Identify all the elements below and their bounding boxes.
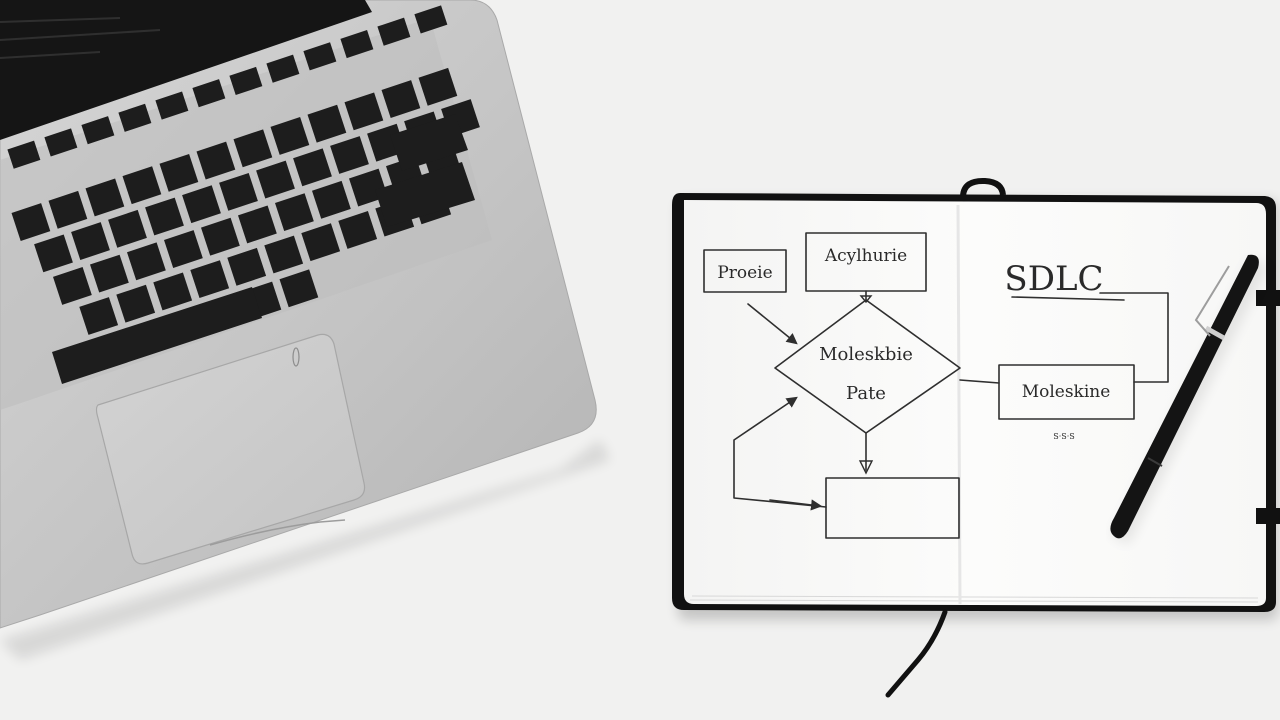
- keycap[interactable]: [44, 128, 78, 157]
- keycap[interactable]: [344, 92, 384, 131]
- pen-clip: [1194, 265, 1230, 337]
- keycap[interactable]: [155, 91, 189, 120]
- keycap[interactable]: [381, 80, 421, 118]
- keycap[interactable]: [275, 193, 314, 232]
- keycap[interactable]: [190, 260, 230, 299]
- keycap[interactable]: [127, 242, 166, 281]
- diagram-box-left-label: Proeie: [717, 263, 772, 283]
- keycap[interactable]: [312, 180, 351, 219]
- laptop-lip: [209, 519, 346, 546]
- keycap[interactable]: [79, 297, 119, 335]
- pen-grip-line: [1147, 457, 1163, 467]
- ribbon-bookmark: [885, 609, 948, 698]
- keycap[interactable]: [145, 197, 184, 236]
- keycap[interactable]: [227, 247, 267, 286]
- keycap-enter[interactable]: [390, 114, 468, 171]
- keycap[interactable]: [219, 172, 258, 211]
- keycap[interactable]: [85, 178, 125, 217]
- diagram-box-bottom: [825, 477, 960, 539]
- keycap[interactable]: [307, 104, 347, 143]
- notebook-spine: [956, 204, 962, 605]
- diagram-decision-line1: Moleskbie: [819, 344, 913, 365]
- keycap[interactable]: [233, 129, 273, 168]
- connector-top-arrowhead: [859, 295, 873, 304]
- keycap[interactable]: [7, 140, 41, 169]
- keycap[interactable]: [238, 205, 277, 244]
- elastic-tab-top: [1256, 290, 1280, 306]
- elastic-tab-bottom: [1256, 508, 1280, 524]
- pen-body: [1110, 254, 1259, 539]
- keycap[interactable]: [293, 148, 332, 187]
- sdlc-diagram: Proeie Acylhurie Moleskbie Pate Moleskin…: [703, 232, 1169, 539]
- keycap[interactable]: [164, 230, 203, 268]
- keycap[interactable]: [159, 153, 199, 192]
- keyboard: [7, 5, 480, 384]
- keycap[interactable]: [414, 5, 448, 34]
- keycap[interactable]: [330, 136, 369, 174]
- notebook: [672, 177, 1280, 698]
- diagram-box-top-label: Acylhurie: [824, 246, 907, 266]
- keycap[interactable]: [11, 203, 51, 241]
- keycap[interactable]: [229, 66, 263, 95]
- keycap[interactable]: [182, 185, 221, 224]
- keycap[interactable]: [338, 210, 378, 249]
- keycap[interactable]: [301, 223, 341, 262]
- power-indicator: [292, 347, 300, 367]
- page-edges: [689, 595, 1259, 603]
- keycap[interactable]: [48, 190, 88, 229]
- notebook-clip: [960, 177, 1006, 197]
- keycap[interactable]: [34, 234, 73, 273]
- connector-decision-to-right: [959, 379, 1000, 384]
- keycap[interactable]: [122, 166, 162, 205]
- keycap[interactable]: [196, 141, 236, 180]
- diagram-box-right-label: Moleskine: [1022, 382, 1111, 402]
- keycap[interactable]: [116, 284, 156, 323]
- keycap[interactable]: [340, 29, 374, 59]
- arrow-left-to-decision: [747, 303, 798, 345]
- screen-reflection: [0, 17, 161, 59]
- keycap-shift[interactable]: [375, 162, 475, 227]
- keycap-spacebar[interactable]: [52, 287, 262, 384]
- keycap[interactable]: [90, 254, 129, 293]
- laptop-shadow: [0, 440, 610, 660]
- keycap[interactable]: [270, 117, 310, 155]
- pen-band: [1204, 325, 1226, 341]
- diagram-box-left: [703, 249, 787, 293]
- keycap[interactable]: [279, 269, 319, 308]
- loop-bottom-to-decision: [733, 396, 827, 508]
- trackpad[interactable]: [95, 333, 366, 565]
- keycap[interactable]: [81, 116, 115, 145]
- title-underline: [1011, 296, 1125, 301]
- keycap[interactable]: [264, 235, 304, 274]
- keycap[interactable]: [201, 217, 240, 256]
- loop-title-to-right: [1099, 292, 1169, 383]
- keycap[interactable]: [108, 209, 147, 248]
- diagram-title: SDLC: [1004, 259, 1103, 299]
- diagram-small-note: S·S·S: [1053, 432, 1075, 441]
- keycap[interactable]: [153, 272, 193, 311]
- keycap[interactable]: [377, 17, 411, 46]
- keycap[interactable]: [118, 103, 152, 132]
- diagram-box-right: [998, 364, 1135, 420]
- keycap[interactable]: [303, 42, 337, 71]
- connector-bottom-arrowhead: [858, 460, 874, 475]
- keycap[interactable]: [71, 222, 110, 261]
- keycap[interactable]: [266, 54, 300, 83]
- diagram-decision-line2: Pate: [846, 383, 886, 404]
- notebook-pages: [684, 200, 1266, 606]
- keycap[interactable]: [192, 79, 226, 108]
- keycap[interactable]: [256, 160, 295, 199]
- keycap[interactable]: [53, 267, 92, 305]
- fountain-pen-icon[interactable]: [1110, 254, 1269, 545]
- arrow-into-bottom-box: [769, 499, 823, 511]
- laptop: [0, 0, 610, 660]
- keycap[interactable]: [418, 67, 458, 106]
